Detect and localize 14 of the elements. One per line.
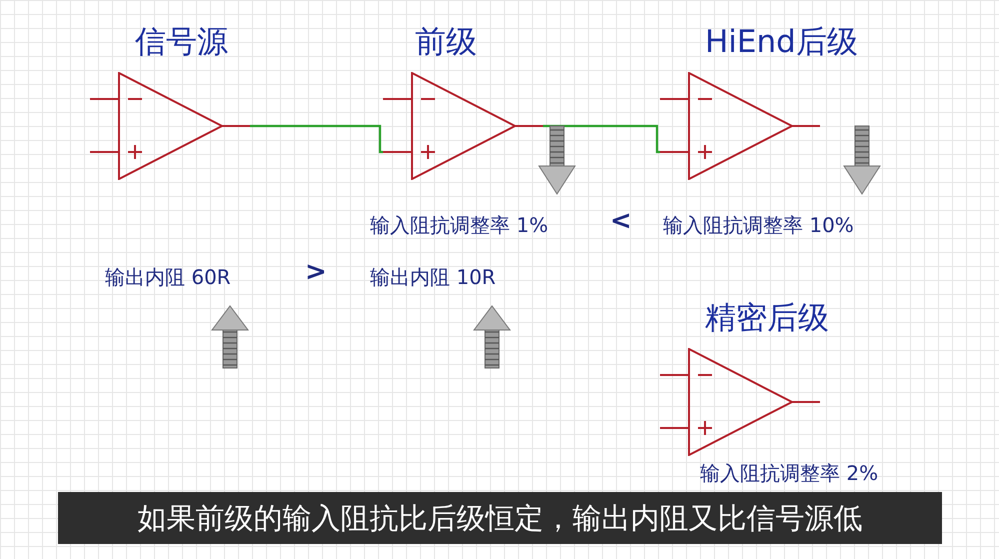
stage-heading: 精密后级 xyxy=(705,299,829,338)
value-label: 输出内阻 60R xyxy=(105,264,231,290)
wire xyxy=(250,124,383,154)
value-label: 输出内阻 10R xyxy=(370,264,496,290)
value-label: 输入阻抗调整率 10% xyxy=(663,212,854,238)
value-label: 输入阻抗调整率 2% xyxy=(700,460,878,486)
value-label: 输入阻抗调整率 1% xyxy=(370,212,548,238)
comparison-sign: < xyxy=(610,208,632,234)
subtitle: 如果前级的输入阻抗比后级恒定，输出内阻又比信号源低 xyxy=(58,492,942,544)
stage-heading: 前级 xyxy=(415,23,477,62)
wire xyxy=(543,124,660,154)
stage-heading: 信号源 xyxy=(135,23,228,62)
comparison-sign: > xyxy=(305,259,327,285)
stage-heading: HiEnd后级 xyxy=(705,23,858,62)
